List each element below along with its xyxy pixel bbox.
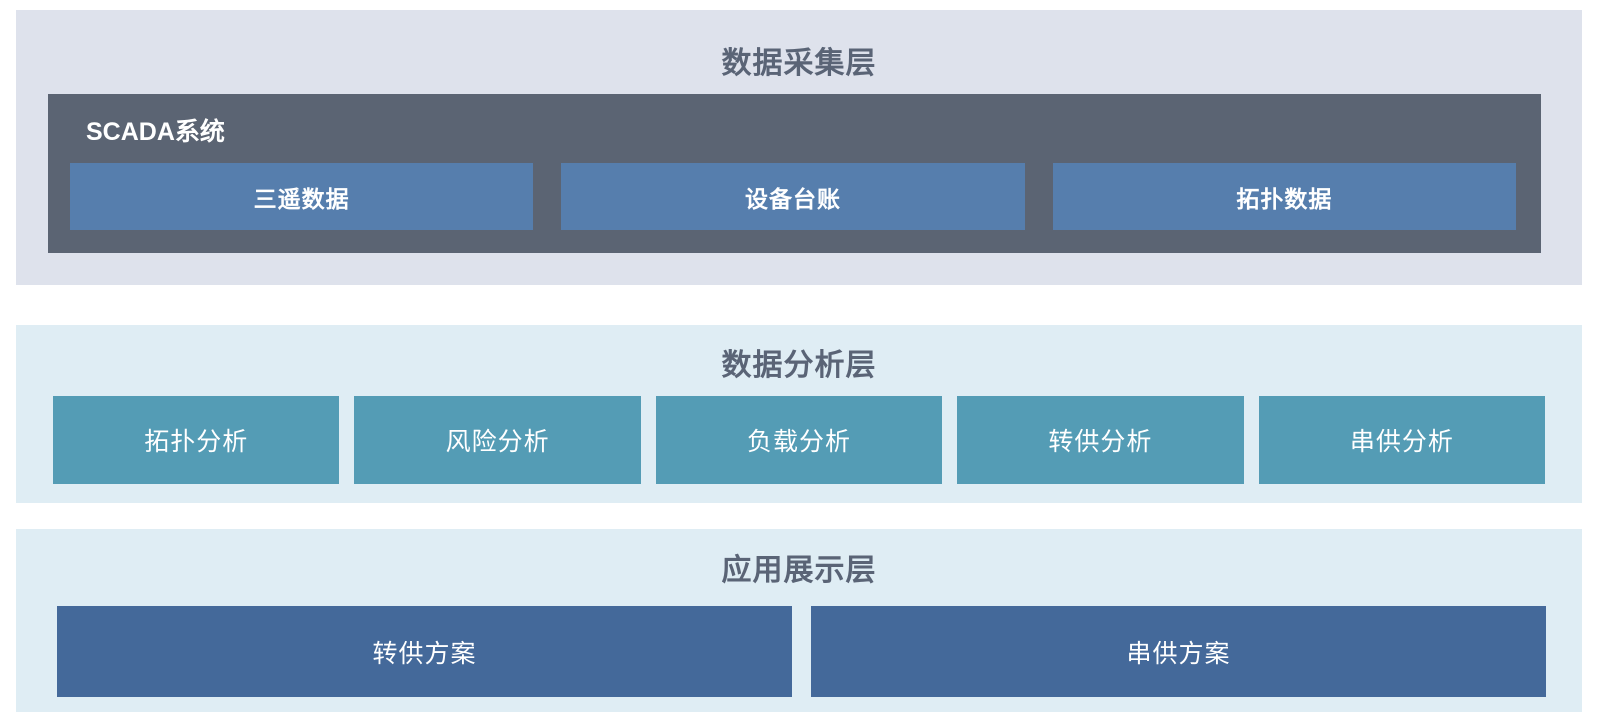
- layer-data-analysis: 数据分析层 拓扑分析 风险分析 负载分析 转供分析 串供分析: [16, 325, 1582, 503]
- box-telemetry-data: 三遥数据: [70, 163, 534, 230]
- box-transfer-supply-analysis: 转供分析: [957, 396, 1244, 484]
- box-equipment-ledger: 设备台账: [561, 163, 1025, 230]
- scada-box-row: 三遥数据 设备台账 拓扑数据: [70, 163, 1516, 230]
- layer-application-display: 应用展示层 转供方案 串供方案: [16, 529, 1582, 712]
- layer-title-data-collection: 数据采集层: [721, 47, 877, 80]
- scada-label: SCADA系统: [86, 118, 225, 146]
- box-topology-analysis: 拓扑分析: [53, 396, 340, 484]
- box-load-analysis: 负载分析: [655, 396, 943, 484]
- box-cascade-supply-plan: 串供方案: [811, 606, 1546, 697]
- analysis-box-row: 拓扑分析 风险分析 负载分析 转供分析 串供分析: [53, 396, 1546, 484]
- box-topology-data: 拓扑数据: [1052, 163, 1516, 230]
- layer-title-application-display: 应用展示层: [721, 554, 877, 587]
- box-cascade-supply-analysis: 串供分析: [1258, 396, 1546, 484]
- layer-data-collection: 数据采集层 SCADA系统 三遥数据 设备台账 拓扑数据: [16, 10, 1582, 285]
- box-risk-analysis: 风险分析: [354, 396, 641, 484]
- layer-title-data-analysis: 数据分析层: [721, 349, 877, 382]
- box-transfer-supply-plan: 转供方案: [57, 606, 792, 697]
- application-box-row: 转供方案 串供方案: [57, 606, 1546, 697]
- scada-container: SCADA系统 三遥数据 设备台账 拓扑数据: [48, 94, 1541, 253]
